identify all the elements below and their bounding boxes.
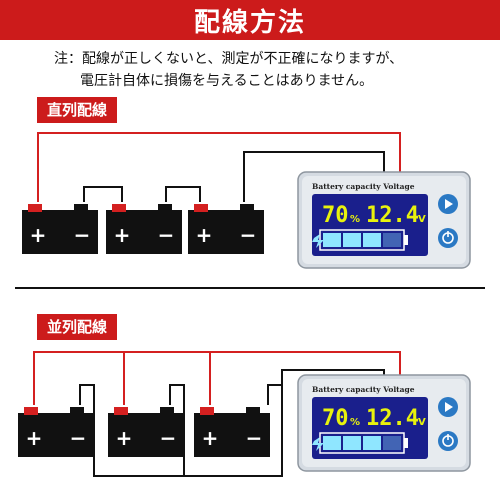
series-link-wire-2: [165, 186, 201, 202]
meter-voltage: 12.4: [366, 203, 419, 228]
battery-plus-label: +: [116, 426, 133, 450]
note-line-2: 電圧計自体に損傷を与えることはありません。: [80, 73, 374, 89]
meter-percent-unit: %: [350, 417, 360, 428]
battery-minus-label: −: [246, 426, 263, 450]
series-positive-wire: [37, 132, 401, 202]
series-link-wire-1: [83, 186, 123, 202]
series-battery-3: + −: [188, 204, 264, 254]
parallel-voltmeter: Battery capacity Voltage 70 % 12.4 V: [297, 374, 471, 472]
battery-plus-label: +: [30, 223, 47, 247]
meter-voltage-unit: V: [418, 214, 426, 225]
series-voltmeter: Battery capacity Voltage 70 % 12.4 V: [297, 171, 471, 269]
battery-plus-label: +: [202, 426, 219, 450]
battery-minus-label: −: [70, 426, 87, 450]
meter-voltage: 12.4: [366, 406, 419, 431]
parallel-negative-to-meter: [281, 369, 385, 385]
note: 注：配線が正しくないと、測定が不正確になりますが、 電圧計自体に損傷を与えること…: [54, 48, 494, 92]
meter-header: Battery capacity Voltage: [312, 182, 415, 191]
battery-plus-label: +: [114, 223, 131, 247]
battery-minus-label: −: [74, 223, 91, 247]
battery-plus-label: +: [196, 223, 213, 247]
battery-minus-label: −: [240, 223, 257, 247]
meter-percent: 70: [322, 406, 349, 431]
battery-plus-label: +: [26, 426, 43, 450]
parallel-battery-2: + −: [108, 407, 184, 457]
meter-percent-unit: %: [350, 214, 360, 225]
meter-percent: 70: [322, 203, 349, 228]
battery-minus-label: −: [158, 223, 175, 247]
series-battery-1: + −: [22, 204, 98, 254]
series-wiring-label: 直列配線: [37, 97, 118, 123]
parallel-negative-link-2: [169, 384, 185, 476]
parallel-wiring-label: 並列配線: [37, 314, 118, 340]
title-bar: 配線方法: [0, 0, 500, 40]
meter-header: Battery capacity Voltage: [312, 385, 415, 394]
parallel-negative-bus: [79, 384, 283, 477]
parallel-battery-1: + −: [18, 407, 94, 457]
meter-voltage-unit: V: [418, 417, 426, 428]
parallel-positive-bus: [33, 351, 401, 405]
battery-minus-label: −: [160, 426, 177, 450]
parallel-battery-3: + −: [194, 407, 270, 457]
page-title: 配線方法: [193, 7, 306, 38]
series-battery-2: + −: [106, 204, 182, 254]
series-negative-wire: [243, 151, 385, 202]
note-line-1: 注：配線が正しくないと、測定が不正確になりますが、: [54, 51, 404, 67]
